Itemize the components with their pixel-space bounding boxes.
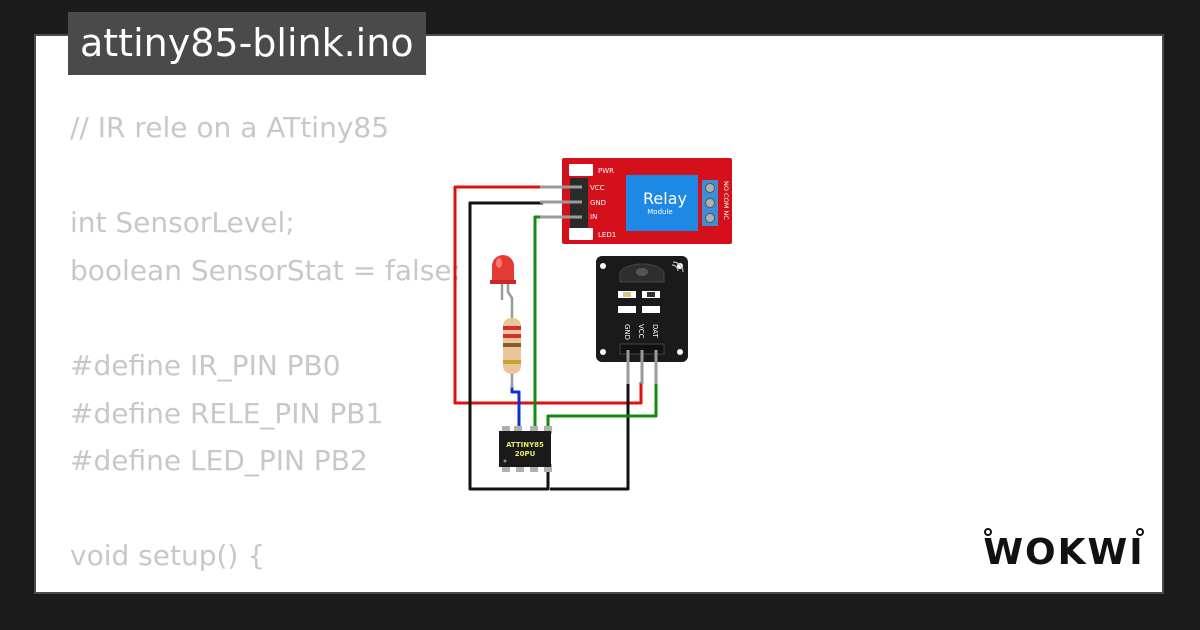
logo-text: WOKWI xyxy=(983,532,1144,573)
wire-green-dat[interactable] xyxy=(546,382,658,430)
wire-blue-resistor[interactable] xyxy=(510,386,521,430)
relay-pwr-label: PWR xyxy=(598,167,614,175)
signal-icon xyxy=(671,261,684,273)
code-line: void setup() { xyxy=(70,539,266,573)
code-card: // IR rele on a ATtiny85 int SensorLevel;… xyxy=(34,34,1164,594)
attiny85-chip[interactable]: ATTINY85 20PU xyxy=(499,426,552,472)
code-line: #define IR_PIN PB0 xyxy=(70,348,341,382)
code-editor: // IR rele on a ATtiny85 int SensorLevel;… xyxy=(70,104,462,592)
wire-red-vcc[interactable] xyxy=(453,185,643,405)
ir-dat-label: DAT xyxy=(651,324,659,339)
wires xyxy=(453,185,658,491)
relay-module[interactable]: PWR LED1 VCC GND IN Relay Module NO COM … xyxy=(540,158,732,244)
red-led[interactable] xyxy=(490,255,516,312)
code-line: #define RELE_PIN PB1 xyxy=(70,396,384,430)
code-line: int SensorLevel; xyxy=(70,206,295,240)
code-line: pinMode(IR_PIN, INPUT); xyxy=(70,580,461,592)
resistor[interactable] xyxy=(503,312,521,388)
ir-vcc-label: VCC xyxy=(637,324,645,339)
wokwi-logo: WOKWI xyxy=(983,528,1144,573)
relay-contacts-label: NO COM NC xyxy=(722,181,730,220)
chip-label-model: ATTINY85 xyxy=(506,441,544,449)
wire-black-ir-gnd[interactable] xyxy=(550,382,630,491)
relay-vcc-label: VCC xyxy=(590,184,605,192)
code-line: // IR rele on a ATtiny85 xyxy=(70,111,390,144)
wire-black-gnd[interactable] xyxy=(468,201,550,491)
relay-gnd-label: GND xyxy=(590,199,606,207)
file-title: attiny85-blink.ino xyxy=(68,12,426,75)
relay-subtitle: Module xyxy=(647,208,672,216)
ir-gnd-label: GND xyxy=(623,324,631,340)
ir-sensor-module[interactable]: GND VCC DAT xyxy=(596,256,688,384)
relay-title: Relay xyxy=(643,189,687,208)
wire-green-in[interactable] xyxy=(533,215,543,430)
relay-in-label: IN xyxy=(590,213,597,221)
code-line: #define LED_PIN PB2 xyxy=(70,444,368,478)
relay-led1-label: LED1 xyxy=(598,231,616,239)
chip-label-variant: 20PU xyxy=(515,450,536,458)
code-line: boolean SensorStat = false; xyxy=(70,253,462,287)
relay-block xyxy=(626,175,698,231)
